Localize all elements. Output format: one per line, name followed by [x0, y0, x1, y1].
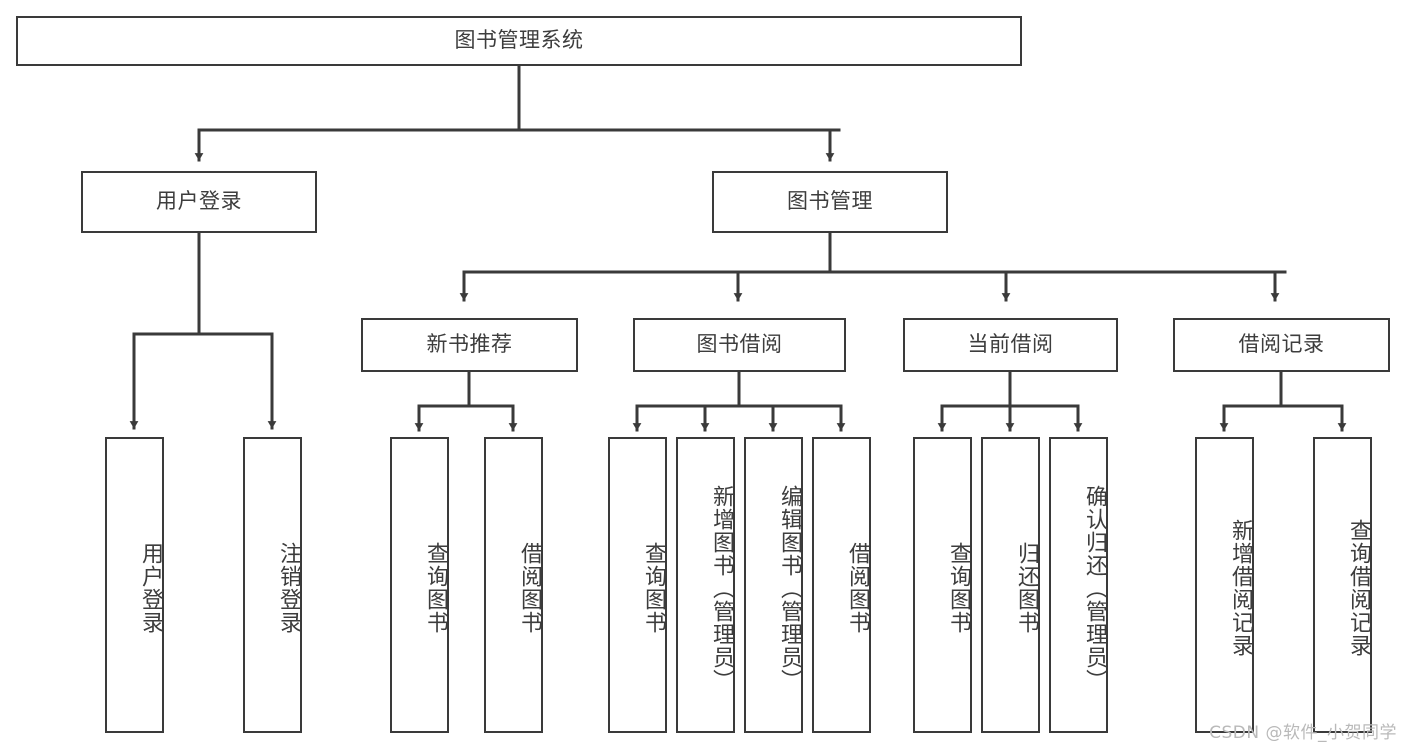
node-current-borrow[interactable]: 当前借阅 — [903, 318, 1118, 372]
node-label: 用户登录 — [138, 542, 163, 634]
node-label: 图书借阅 — [696, 332, 783, 357]
node-label: 图书管理系统 — [454, 28, 584, 53]
node-label: 查询图书 — [946, 542, 971, 634]
node-label: 借阅图书 — [517, 542, 542, 634]
node-label: 新增图书（管理员） — [709, 484, 734, 692]
node-label: 当前借阅 — [967, 332, 1054, 357]
node-label: 借阅记录 — [1238, 332, 1325, 357]
node-leaf-borrow-book-recommend[interactable]: 借阅图书 — [484, 437, 543, 733]
node-leaf-logout-login[interactable]: 注销登录 — [243, 437, 302, 733]
node-label: 查询借阅记录 — [1346, 519, 1371, 657]
node-borrow-record[interactable]: 借阅记录 — [1173, 318, 1390, 372]
node-label: 归还图书 — [1014, 542, 1039, 634]
node-book-management[interactable]: 图书管理 — [712, 171, 948, 233]
node-book-borrow[interactable]: 图书借阅 — [633, 318, 846, 372]
node-leaf-edit-book-admin[interactable]: 编辑图书（管理员） — [744, 437, 803, 733]
node-label: 确认归还（管理员） — [1082, 484, 1107, 692]
node-leaf-query-borrow-record[interactable]: 查询借阅记录 — [1313, 437, 1372, 733]
node-leaf-user-login[interactable]: 用户登录 — [105, 437, 164, 733]
node-root-library-management-system[interactable]: 图书管理系统 — [16, 16, 1022, 66]
node-user-login[interactable]: 用户登录 — [81, 171, 317, 233]
node-label: 图书管理 — [787, 189, 873, 214]
node-leaf-return-book[interactable]: 归还图书 — [981, 437, 1040, 733]
node-label: 编辑图书（管理员） — [777, 484, 802, 692]
node-leaf-query-book-current[interactable]: 查询图书 — [913, 437, 972, 733]
node-leaf-query-book-recommend[interactable]: 查询图书 — [390, 437, 449, 733]
node-label: 借阅图书 — [845, 542, 870, 634]
node-label: 注销登录 — [276, 542, 301, 634]
node-new-book-recommend[interactable]: 新书推荐 — [361, 318, 578, 372]
node-label: 查询图书 — [641, 542, 666, 634]
node-leaf-add-borrow-record[interactable]: 新增借阅记录 — [1195, 437, 1254, 733]
node-leaf-add-book-admin[interactable]: 新增图书（管理员） — [676, 437, 735, 733]
node-leaf-confirm-return-admin[interactable]: 确认归还（管理员） — [1049, 437, 1108, 733]
node-leaf-borrow-book[interactable]: 借阅图书 — [812, 437, 871, 733]
node-label: 新书推荐 — [426, 332, 513, 357]
node-label: 用户登录 — [156, 189, 242, 214]
node-leaf-query-book-borrow[interactable]: 查询图书 — [608, 437, 667, 733]
node-label: 查询图书 — [423, 542, 448, 634]
node-label: 新增借阅记录 — [1228, 519, 1253, 657]
